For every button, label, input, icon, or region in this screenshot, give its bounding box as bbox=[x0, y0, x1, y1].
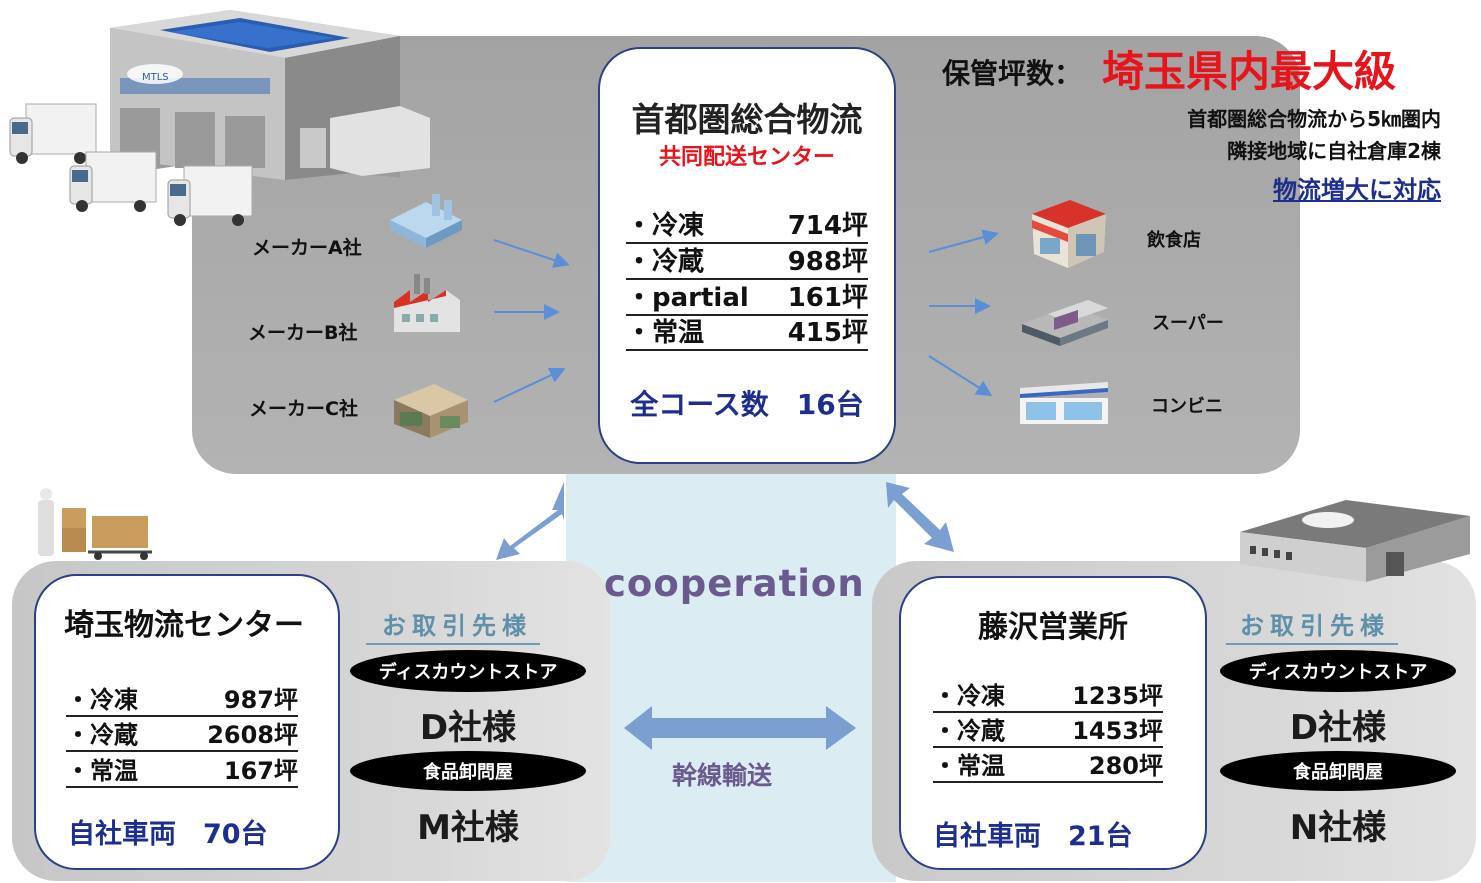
saitama-title: 埼玉物流センター bbox=[64, 608, 304, 643]
saitama-vehicles: 自社車両 70台 bbox=[68, 819, 268, 850]
saitama-row-frozen: ・冷凍 987坪 bbox=[66, 680, 298, 717]
destination-restaurant: 飲食店 bbox=[1147, 230, 1201, 251]
row-value: 1235坪 bbox=[1072, 682, 1163, 710]
fujisawa-row-chilled: ・冷蔵 1453坪 bbox=[933, 711, 1163, 748]
factory-c-icon bbox=[394, 384, 468, 438]
center-row-chilled: ・冷蔵 988坪 bbox=[626, 241, 868, 280]
fujisawa-customer-name-1: D社様 bbox=[1289, 708, 1387, 748]
row-label: ・冷凍 bbox=[933, 682, 1005, 710]
cooperation-background bbox=[566, 474, 896, 882]
maker-b-label: メーカーB社 bbox=[248, 322, 358, 344]
maker-a-label: メーカーA社 bbox=[252, 237, 362, 259]
row-value: 1453坪 bbox=[1072, 717, 1163, 745]
row-value: 280坪 bbox=[1088, 752, 1163, 780]
row-label: ・冷蔵 bbox=[626, 247, 705, 277]
fujisawa-customer-name-2: N社様 bbox=[1289, 808, 1387, 848]
fujisawa-customer-type-2: 食品卸問屋 bbox=[1220, 751, 1456, 791]
fujisawa-row-frozen: ・冷凍 1235坪 bbox=[933, 676, 1163, 713]
center-row-frozen: ・冷凍 714坪 bbox=[626, 205, 868, 244]
center-row-partial: ・partial 161坪 bbox=[626, 277, 868, 316]
center-subtitle: 共同配送センター bbox=[658, 145, 835, 170]
destination-supermarket: スーパー bbox=[1152, 313, 1224, 334]
trucks-illustration bbox=[9, 103, 253, 226]
row-value: 415坪 bbox=[787, 318, 868, 348]
factory-a-icon bbox=[390, 194, 462, 248]
saitama-customer-name-1: D社様 bbox=[419, 708, 517, 748]
fujisawa-customers-title: お取引先様 bbox=[1226, 606, 1398, 645]
logo-text: MTLS bbox=[142, 72, 169, 83]
row-label: ・冷凍 bbox=[626, 211, 705, 241]
saitama-row-ambient: ・常温 167坪 bbox=[66, 751, 298, 788]
fujisawa-office-card: 藤沢営業所 ・冷凍 1235坪 ・冷蔵 1453坪 ・常温 280坪 自社車両 21台 bbox=[899, 576, 1207, 870]
storage-line-1: 首都圏総合物流から5㎞圏内 bbox=[1187, 107, 1441, 131]
joint-delivery-center-card: 首都圏総合物流 共同配送センター ・冷凍 714坪 ・冷蔵 988坪 ・partia… bbox=[598, 47, 896, 464]
row-value: 167坪 bbox=[223, 757, 298, 785]
fujisawa-row-ambient: ・常温 280坪 bbox=[933, 746, 1163, 783]
fujisawa-customer-type-1: ディスカウントストア bbox=[1220, 650, 1456, 692]
saitama-customer-type-1: ディスカウントストア bbox=[350, 650, 586, 692]
row-value: 988坪 bbox=[787, 247, 868, 277]
fujisawa-title: 藤沢営業所 bbox=[978, 610, 1128, 645]
saitama-customer-name-2: M社様 bbox=[417, 808, 519, 848]
destination-arrows bbox=[928, 229, 999, 397]
destination-convenience: コンビニ bbox=[1151, 396, 1223, 417]
row-label: ・常温 bbox=[933, 752, 1005, 780]
saitama-row-chilled: ・冷蔵 2608坪 bbox=[66, 715, 298, 752]
storage-headline: 埼玉県内最大級 bbox=[1102, 47, 1397, 96]
center-title: 首都圏総合物流 bbox=[631, 100, 863, 139]
trunk-transport-label: 幹線輸送 bbox=[672, 761, 773, 790]
restaurant-icon bbox=[1032, 200, 1106, 268]
saitama-customer-type-2: 食品卸問屋 bbox=[350, 751, 586, 791]
center-row-ambient: ・常温 415坪 bbox=[626, 312, 868, 351]
row-value: 987坪 bbox=[223, 686, 298, 714]
trunk-arrow bbox=[624, 706, 856, 750]
storage-label: 保管坪数： bbox=[942, 57, 1083, 90]
storage-line-3: 物流増大に対応 bbox=[1273, 176, 1441, 204]
row-label: ・partial bbox=[626, 283, 749, 313]
saitama-center-card: 埼玉物流センター ・冷凍 987坪 ・冷蔵 2608坪 ・常温 167坪 自社車両 7… bbox=[34, 574, 340, 870]
row-label: ・常温 bbox=[66, 757, 138, 785]
link-arrows bbox=[496, 482, 954, 560]
warehouse-illustration: MTLS bbox=[110, 10, 430, 180]
row-value: 161坪 bbox=[787, 283, 868, 313]
cooperation-label: cooperation bbox=[604, 562, 865, 605]
supermarket-icon bbox=[1022, 300, 1108, 346]
row-label: ・冷凍 bbox=[66, 686, 138, 714]
fujisawa-vehicles: 自社車両 21台 bbox=[933, 821, 1133, 852]
row-value: 714坪 bbox=[787, 211, 868, 241]
row-label: ・冷蔵 bbox=[66, 721, 138, 749]
row-label: ・常温 bbox=[626, 318, 705, 348]
maker-c-label: メーカーC社 bbox=[249, 398, 358, 420]
convenience-store-icon bbox=[1020, 382, 1108, 424]
factory-b-icon bbox=[394, 274, 460, 332]
row-value: 2608坪 bbox=[207, 721, 298, 749]
center-courses: 全コース数 16台 bbox=[630, 388, 864, 421]
building-illustration bbox=[1240, 500, 1470, 582]
maker-arrows bbox=[493, 239, 570, 403]
storage-line-2: 隣接地域に自社倉庫2棟 bbox=[1227, 139, 1441, 163]
saitama-customers-title: お取引先様 bbox=[366, 606, 540, 645]
row-label: ・冷蔵 bbox=[933, 717, 1005, 745]
worker-illustration bbox=[38, 488, 152, 560]
